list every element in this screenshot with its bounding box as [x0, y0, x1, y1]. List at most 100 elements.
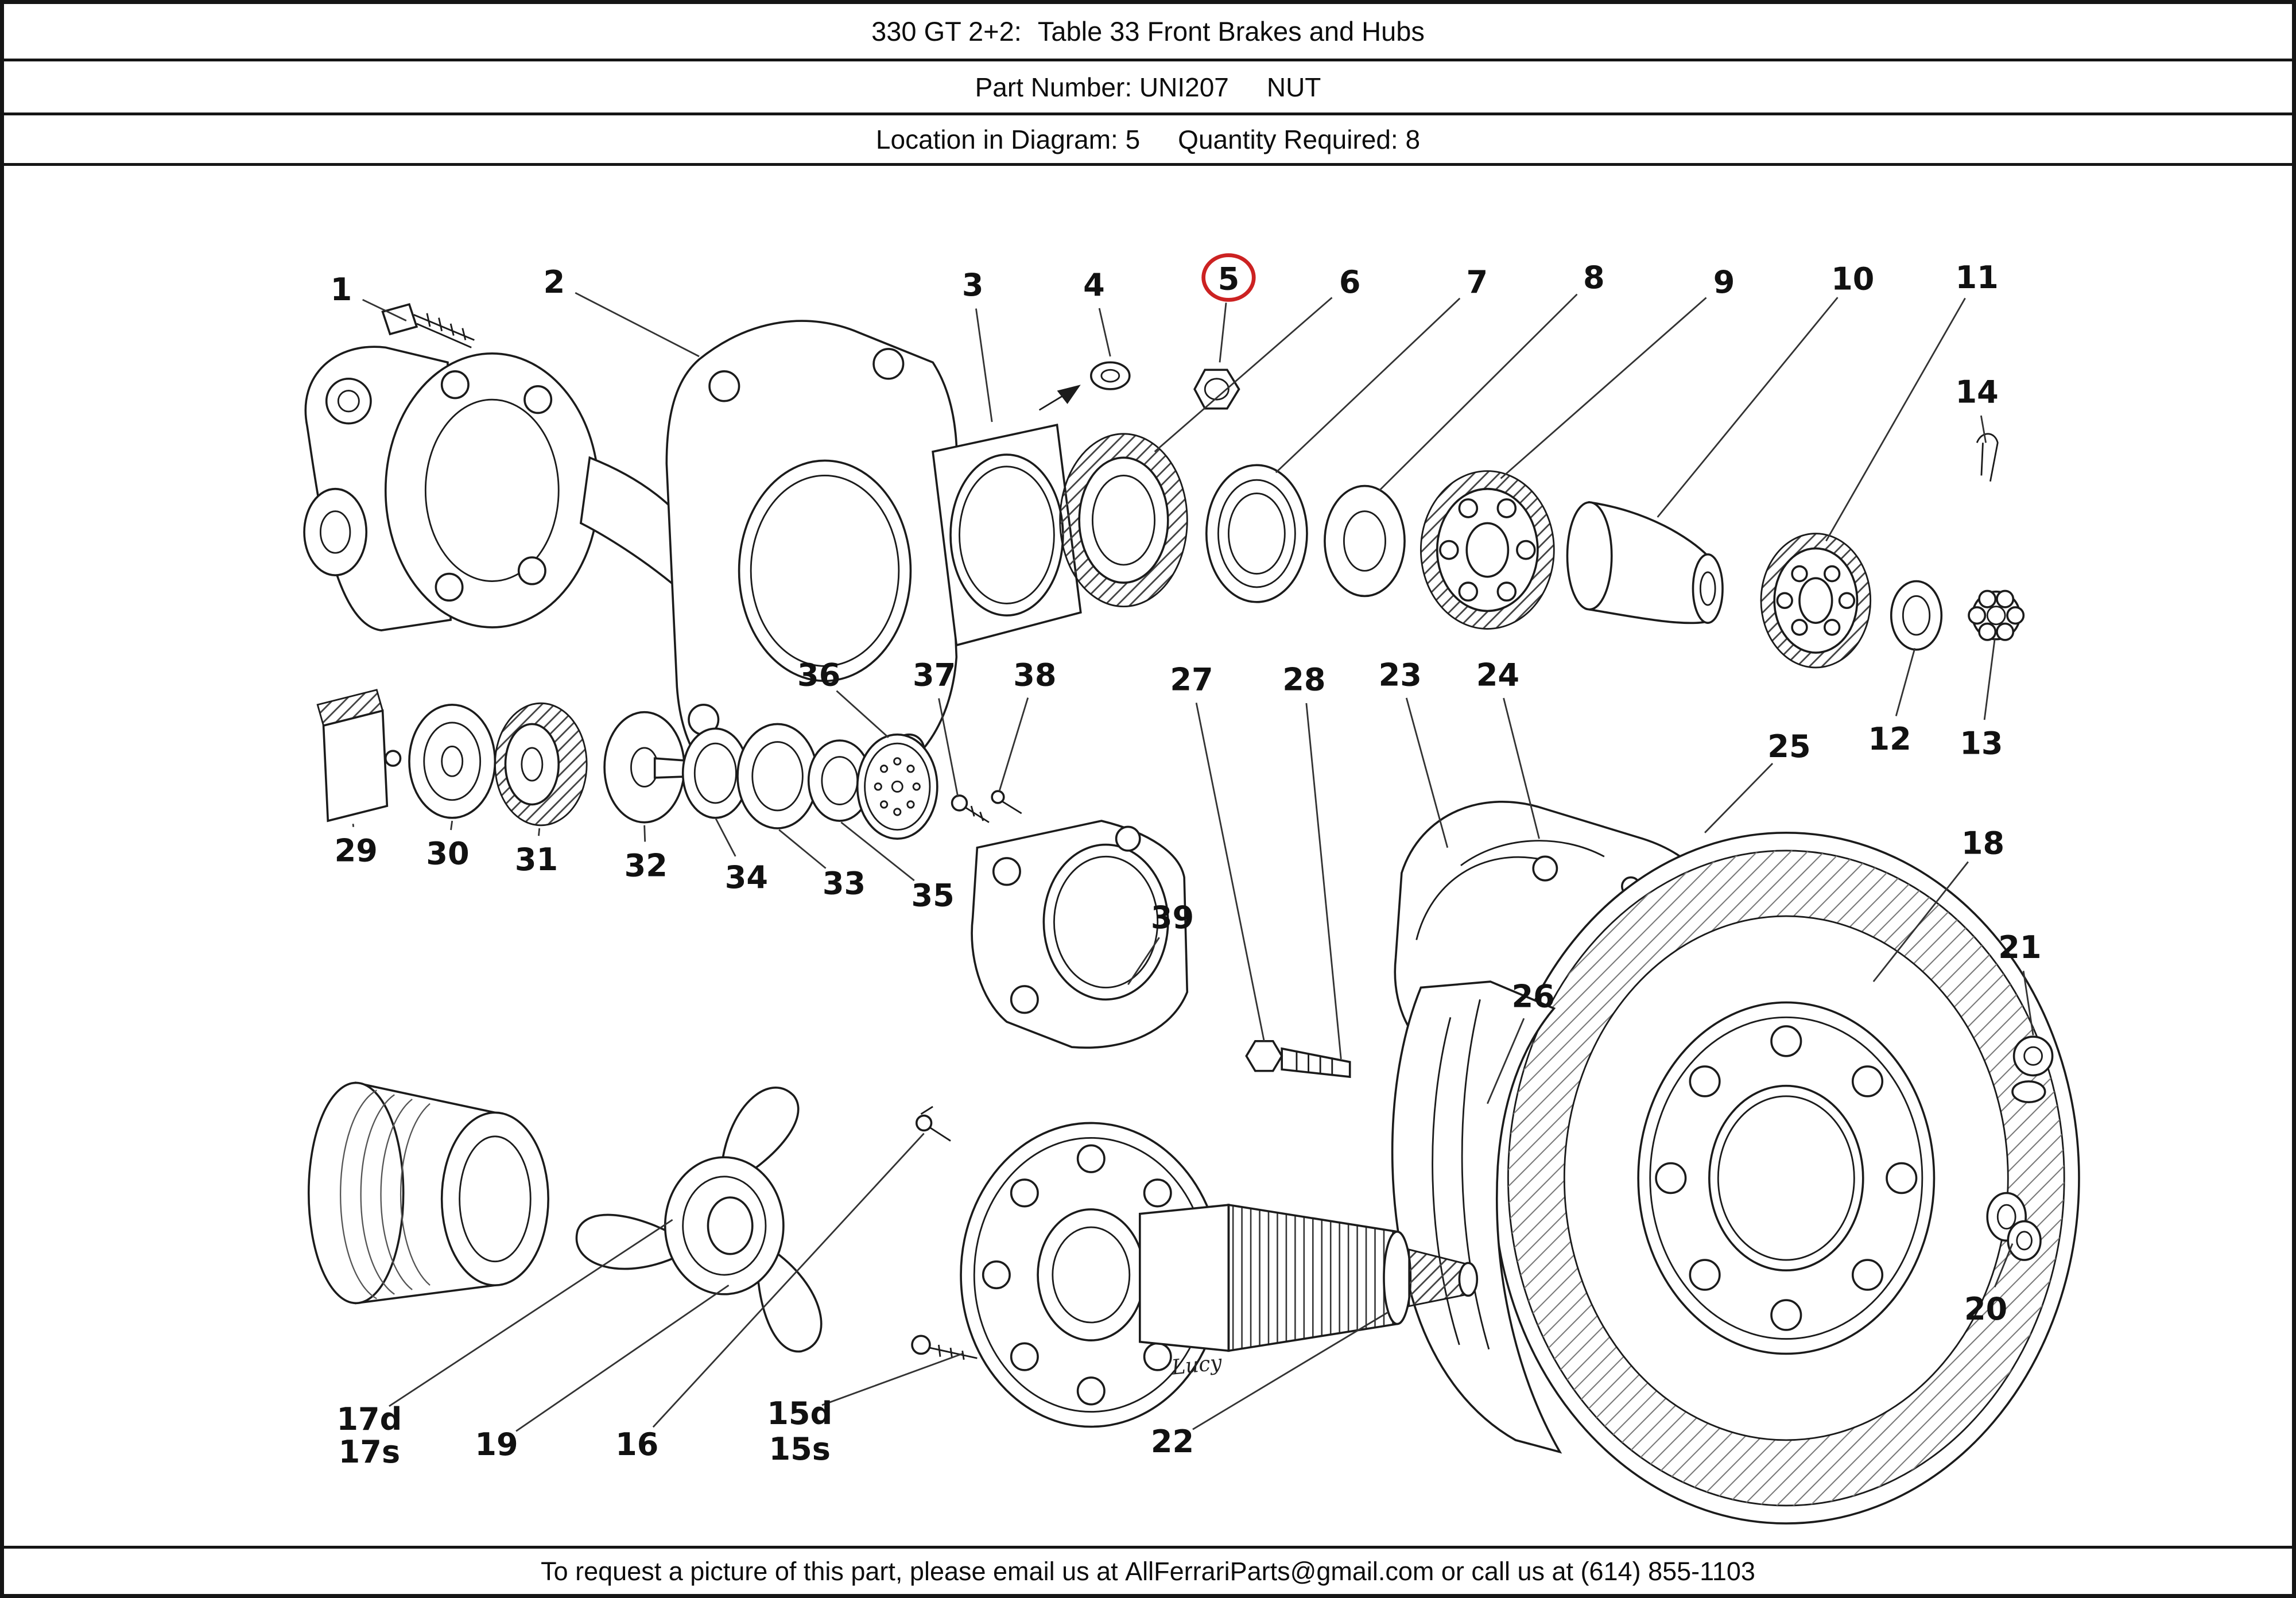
callout-32: 32 [625, 847, 668, 883]
callout-15s: 15s [769, 1431, 830, 1467]
callout-31: 31 [515, 841, 558, 878]
leader-line-18 [1872, 861, 1969, 983]
spacer-rings-drawing [1205, 464, 1406, 603]
leader-line-6 [1154, 297, 1333, 452]
callout-27: 27 [1170, 661, 1213, 697]
callout-1: 1 [331, 271, 352, 308]
caliper-bolt-drawing [1245, 1040, 1351, 1079]
splash-shield-drawing [1391, 980, 1562, 1454]
callout-25: 25 [1767, 728, 1810, 765]
leader-line-15d [821, 1353, 963, 1406]
gasket-drawing [932, 424, 1082, 647]
header-location-row: Location in Diagram: 5 Quantity Required:… [4, 115, 2292, 166]
spinner-drawing [575, 1087, 823, 1353]
leader-line-21 [2022, 971, 2034, 1035]
leader-line-9 [1500, 297, 1707, 479]
callout-35: 35 [911, 877, 954, 913]
callout-33: 33 [823, 865, 866, 901]
callout-26: 26 [1512, 978, 1555, 1014]
footer-middle: or call us at [1434, 1556, 1581, 1586]
leader-line-10 [1657, 297, 1839, 518]
callout-30: 30 [426, 836, 469, 872]
outer-bearing-drawing [1760, 533, 1872, 669]
disc-fasteners-drawing [1986, 1035, 2054, 1261]
inner-bearing-drawing [1420, 470, 1555, 630]
arrow-icon [1057, 385, 1081, 404]
leader-line-7 [1275, 297, 1461, 474]
callout-15d: 15d [767, 1395, 832, 1432]
callout-39: 39 [1151, 899, 1194, 936]
leader-line-35 [840, 821, 915, 882]
highlight-circle [1201, 253, 1256, 302]
callout-22: 22 [1151, 1424, 1194, 1460]
leader-line-12 [1895, 647, 1916, 716]
leader-line-30 [450, 820, 453, 831]
callout-9: 9 [1713, 264, 1735, 300]
leader-line-2 [575, 292, 700, 358]
callout-11: 11 [1956, 259, 1999, 296]
callout-37: 37 [913, 657, 956, 693]
footer-contact-row: To request a picture of this part, pleas… [4, 1546, 2292, 1594]
leader-line-36 [836, 690, 889, 738]
seal-drawing [1059, 433, 1188, 608]
table-title: Table 33 Front Brakes and Hubs [1037, 16, 1425, 46]
leader-line-29 [352, 824, 355, 827]
callout-18: 18 [1961, 825, 2004, 861]
callout-21: 21 [1998, 929, 2041, 965]
leader-line-38 [998, 697, 1029, 792]
leader-line-8 [1379, 293, 1578, 491]
drawing-layer: DUNLOP [303, 302, 2080, 1525]
leader-line-11 [1825, 297, 1966, 542]
leader-line-27 [1195, 703, 1265, 1042]
small-screws-drawing [951, 790, 1022, 823]
callout-23: 23 [1379, 657, 1422, 693]
leader-line-33 [778, 829, 827, 869]
leader-line-14 [1980, 415, 1987, 443]
callout-20: 20 [1964, 1291, 2007, 1327]
hub-drawing: Lucy [960, 1122, 1479, 1428]
leader-line-22 [1192, 1311, 1389, 1430]
hub-cap-cluster-drawing [316, 689, 938, 840]
leader-line-3 [975, 308, 993, 422]
location-label: Location in Diagram: [875, 124, 1118, 154]
footer-email-link[interactable]: AllFerrariParts@gmail.com [1125, 1556, 1434, 1586]
callout-13: 13 [1960, 726, 2003, 762]
leader-line-25 [1704, 762, 1774, 833]
location-value: 5 [1125, 124, 1141, 154]
header-part-row: Part Number: UNI207 NUT [4, 61, 2292, 115]
part-number-label: Part Number: [975, 72, 1133, 102]
callout-10: 10 [1831, 261, 1874, 297]
leader-line-24 [1503, 697, 1540, 839]
leader-line-28 [1305, 703, 1342, 1060]
fittings-drawing [911, 1106, 978, 1360]
washer-drawing [1038, 361, 1131, 411]
callout-24: 24 [1476, 657, 1519, 693]
leader-line-5 [1219, 302, 1227, 363]
kingpin-drawing [307, 1081, 549, 1305]
part-number-value: UNI207 [1139, 72, 1229, 102]
leader-line-20 [1994, 1243, 2014, 1287]
callout-36: 36 [797, 657, 840, 693]
callout-6: 6 [1339, 264, 1361, 300]
callout-5: 5 [1218, 261, 1240, 297]
quantity-label: Quantity Required: [1178, 124, 1398, 154]
header-title-row: 330 GT 2+2:Table 33 Front Brakes and Hub… [4, 4, 2292, 61]
leader-line-17d [389, 1219, 673, 1407]
stub-axle-drawing [303, 346, 730, 631]
callout-8: 8 [1583, 259, 1605, 296]
leader-line-37 [938, 698, 959, 797]
leader-line-13 [1983, 639, 1996, 720]
callout-7: 7 [1466, 264, 1488, 300]
callout-17d: 17d [336, 1401, 402, 1437]
leader-line-39 [1127, 937, 1160, 986]
part-name: NUT [1266, 72, 1321, 102]
spacer-cone-drawing [1566, 501, 1724, 625]
brake-disc-drawing [1492, 831, 2080, 1525]
hub-mark-text: Lucy [1170, 1350, 1223, 1380]
footer-phone: (614) 855-1103 [1580, 1556, 1755, 1586]
leader-line-1 [362, 298, 407, 321]
callout-3: 3 [962, 267, 984, 303]
callout-16: 16 [615, 1426, 658, 1463]
footer-prefix: To request a picture of this part, pleas… [541, 1556, 1126, 1586]
